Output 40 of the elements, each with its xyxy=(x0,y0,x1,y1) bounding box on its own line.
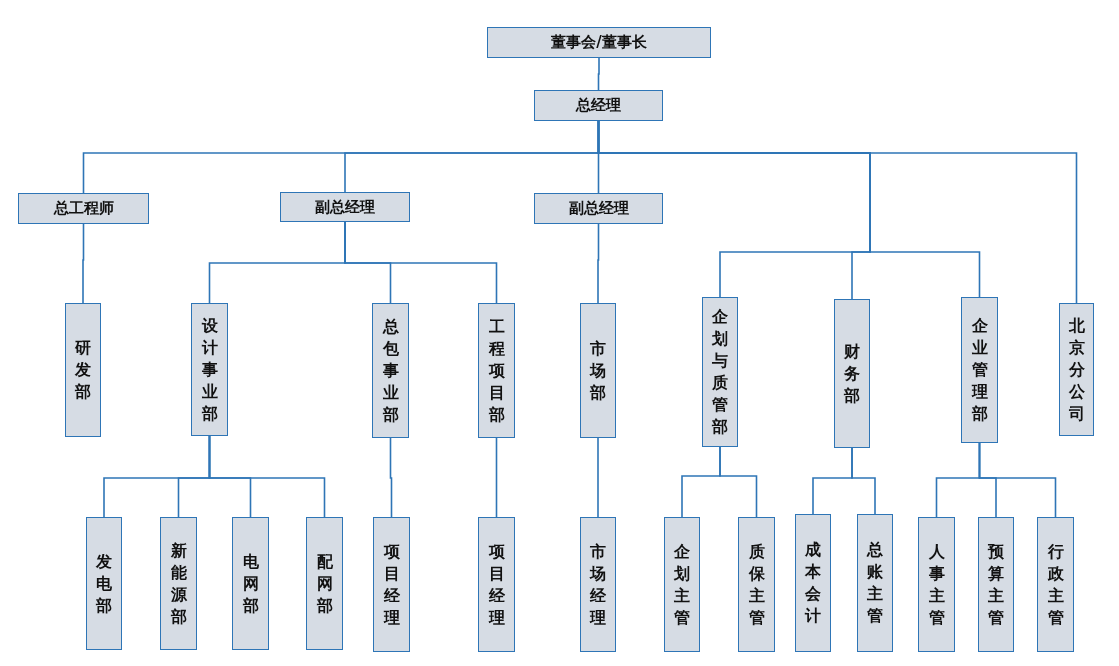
connector-line xyxy=(851,447,876,515)
org-chart-box: 董事会/董事长 xyxy=(487,27,711,58)
connector-line xyxy=(597,120,1078,304)
org-chart-box: 新能源部 xyxy=(160,517,197,650)
org-chart-box: 项目经理 xyxy=(373,517,410,652)
org-chart-box: 副总经理 xyxy=(280,192,410,222)
org-chart-box: 项目经理 xyxy=(478,517,515,652)
connector-line xyxy=(82,223,85,304)
connector-line xyxy=(597,223,600,304)
org-chart-box: 人事主管 xyxy=(918,517,955,652)
org-chart-box: 预算主管 xyxy=(978,517,1014,652)
org-chart-box: 市场部 xyxy=(580,303,616,438)
org-chart-box: 企业管理部 xyxy=(961,297,998,443)
org-chart-box: 企划主管 xyxy=(664,517,700,652)
connector-line xyxy=(719,446,758,518)
org-chart-box: 发电部 xyxy=(86,517,122,650)
org-chart-box: 市场经理 xyxy=(580,517,616,652)
org-chart-box: 研发部 xyxy=(65,303,101,437)
org-chart-box: 副总经理 xyxy=(534,193,663,224)
org-chart-box: 质保主管 xyxy=(738,517,775,652)
org-chart-box: 行政主管 xyxy=(1037,517,1074,652)
connector-line xyxy=(344,221,498,304)
org-chart-box: 北京分公司 xyxy=(1059,303,1094,436)
org-chart-box: 总账主管 xyxy=(857,514,893,652)
org-chart-box: 设计事业部 xyxy=(191,303,228,436)
connector-line xyxy=(978,442,1057,518)
org-chart-box: 财务部 xyxy=(834,299,870,448)
org-chart-box: 总工程师 xyxy=(18,193,149,224)
org-chart-box: 成本会计 xyxy=(795,514,831,652)
org-chart-box: 总经理 xyxy=(534,90,663,121)
org-chart-box: 电网部 xyxy=(232,517,269,650)
connector-line xyxy=(208,435,326,518)
org-chart-box: 配网部 xyxy=(306,517,343,650)
connector-line xyxy=(389,437,393,518)
connector-line xyxy=(597,57,600,91)
org-chart-box: 总包事业部 xyxy=(372,303,409,438)
org-chart-box: 工程项目部 xyxy=(478,303,515,438)
connector-line xyxy=(597,437,599,518)
org-chart-box: 企划与质管部 xyxy=(702,297,738,447)
connector-line xyxy=(495,437,498,518)
